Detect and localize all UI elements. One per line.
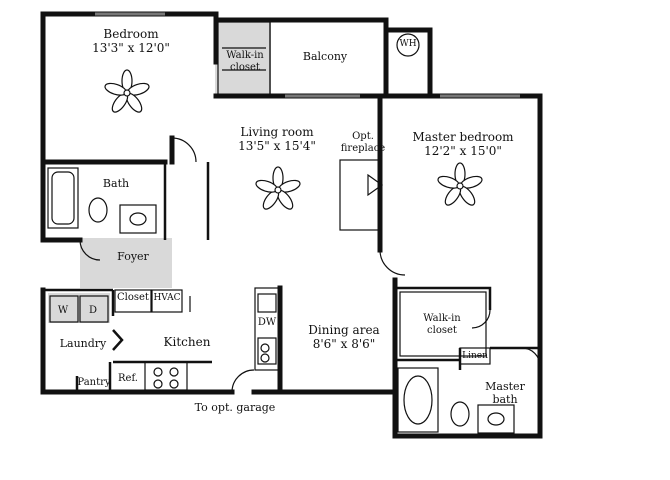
- living-room-dimensions: 13'5" x 15'4": [238, 138, 316, 153]
- bedroom-dimensions: 13'3" x 12'0": [92, 40, 170, 55]
- pantry-label: Pantry: [77, 377, 111, 388]
- kitchen-label: Kitchen: [163, 335, 211, 349]
- ceiling-fans: [104, 69, 483, 210]
- washer-label: W: [57, 305, 69, 316]
- ceiling-fan-icon: [104, 69, 150, 113]
- bath-label: Bath: [102, 177, 130, 190]
- linen-label: Linen: [462, 351, 488, 361]
- master-bath-label: Master bath: [485, 380, 525, 406]
- ceiling-fan-icon: [437, 162, 483, 206]
- dryer-label: D: [88, 305, 98, 316]
- ceiling-fan-icon: [255, 166, 301, 210]
- balcony-label: Balcony: [302, 50, 348, 63]
- master-walkin-closet-label: Walk-in closet: [423, 313, 461, 336]
- bedroom-name: Bedroom: [103, 27, 159, 41]
- refrigerator-label: Ref.: [118, 373, 138, 384]
- water-heater-label: WH: [399, 39, 417, 49]
- master-bedroom-name: Master bedroom: [412, 130, 514, 144]
- master-bedroom-dimensions: 12'2" x 15'0": [424, 143, 502, 158]
- fireplace-label: Opt. fireplace: [340, 131, 386, 154]
- fixtures: [47, 12, 541, 434]
- laundry-shade: [48, 293, 110, 323]
- living-room-name: Living room: [240, 125, 314, 139]
- foyer-label: Foyer: [117, 250, 149, 263]
- closet-shade: [215, 20, 271, 96]
- bedroom-label: Bedroom 13'3" x 12'0": [86, 27, 176, 56]
- hvac-label: HVAC: [153, 293, 181, 303]
- dishwasher-label: DW: [257, 317, 277, 328]
- walkin-closet-label: Walk-in closet: [226, 50, 264, 73]
- living-room-label: Living room 13'5" x 15'4": [232, 125, 322, 154]
- closet-label: Closet: [117, 292, 149, 303]
- laundry-label: Laundry: [59, 337, 107, 350]
- foyer-shade: [80, 238, 172, 288]
- shaded-areas: [48, 20, 271, 323]
- dining-area-label: Dining area 8'6" x 8'6": [306, 323, 382, 352]
- master-bedroom-label: Master bedroom 12'2" x 15'0": [408, 130, 518, 159]
- dining-area-dimensions: 8'6" x 8'6": [312, 336, 376, 351]
- dining-area-name: Dining area: [308, 323, 380, 337]
- garage-annotation: To opt. garage: [194, 401, 276, 414]
